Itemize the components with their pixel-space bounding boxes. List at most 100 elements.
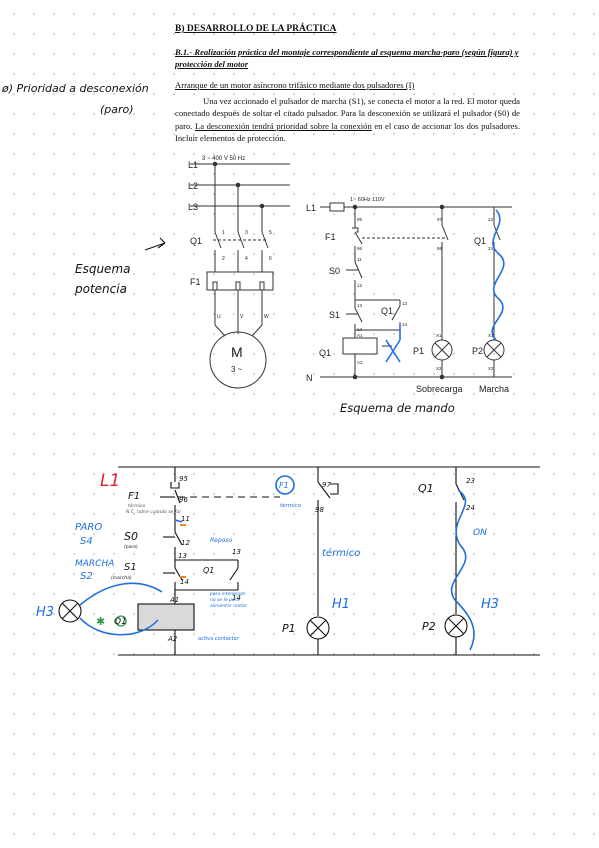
sketch-pin: 11 bbox=[181, 515, 190, 523]
control-caption: Esquema de mando bbox=[340, 401, 455, 415]
pin-label: X1 bbox=[436, 333, 442, 338]
label-s1: S1 bbox=[329, 310, 340, 320]
sketch-marcha: MARCHA bbox=[75, 559, 114, 569]
pin-label: W bbox=[264, 314, 269, 320]
pin-label: X2 bbox=[488, 366, 494, 371]
pin-label: A1 bbox=[357, 333, 363, 338]
sketch-f1-circled: F1 bbox=[279, 481, 289, 490]
pin-label: A2 bbox=[357, 360, 363, 365]
pin-label: X2 bbox=[436, 366, 442, 371]
label-l2: L2 bbox=[188, 181, 198, 191]
arrow-to-power bbox=[144, 237, 166, 251]
sketch-q1-coil: Q1 bbox=[114, 617, 127, 627]
sketch-diagram bbox=[58, 466, 540, 656]
motor-letter: M bbox=[231, 344, 243, 360]
sketch-hold-note-2: no se le para bbox=[210, 597, 239, 603]
label-l1-control: L1 bbox=[306, 203, 316, 213]
motor-type: 3 ~ bbox=[231, 365, 243, 374]
sketch-blue-annotations bbox=[79, 475, 475, 651]
pin-label: 6 bbox=[269, 256, 272, 262]
label-p2: P2 bbox=[472, 346, 483, 356]
paragraph-underlined: La desconexión tendrá prioridad sobre la… bbox=[195, 120, 372, 131]
task-paragraph: Una vez accionado el pulsador de marcha … bbox=[175, 95, 520, 144]
label-f1-power: F1 bbox=[190, 277, 201, 287]
sketch-pin: 96 bbox=[179, 496, 188, 504]
pin-label: 97 bbox=[437, 217, 443, 222]
sketch-marcha-note: (marcha) bbox=[111, 575, 132, 581]
pin-label: 13 bbox=[357, 303, 363, 308]
label-q1-coil: Q1 bbox=[319, 348, 331, 358]
sketch-p2: P2 bbox=[422, 620, 436, 633]
priority-note-paro: (paro) bbox=[100, 103, 134, 116]
sketch-pin: 13 bbox=[178, 552, 187, 560]
sketch-f1-note-2: N.C. (abre cuando se fa) bbox=[126, 509, 181, 515]
pin-label: 1 bbox=[222, 230, 225, 236]
pin-label: 14 bbox=[357, 327, 363, 332]
label-l1: L1 bbox=[188, 160, 198, 170]
sketch-pin: 98 bbox=[315, 506, 324, 514]
sketch-a2: A2 bbox=[167, 635, 178, 643]
sketch-q1-hold: Q1 bbox=[203, 566, 214, 575]
task-title: Arranque de un motor asíncrono trifásico… bbox=[175, 80, 415, 90]
sketch-label-f1: F1 bbox=[128, 491, 140, 502]
pin-label: X1 bbox=[488, 333, 494, 338]
sketch-paro-s4: S4 bbox=[80, 536, 93, 547]
sketch-hold-note-3: alimentar motor bbox=[210, 603, 248, 609]
paragraph-main: Una vez accionado el pulsador de marcha … bbox=[175, 96, 520, 131]
pin-label: 12 bbox=[357, 283, 363, 288]
label-q1-right: Q1 bbox=[474, 236, 486, 246]
label-s0: S0 bbox=[329, 266, 340, 276]
sketch-f1-note: térmico bbox=[128, 502, 145, 509]
green-star-icon: ✱ bbox=[96, 615, 105, 628]
sketch-pin: 13 bbox=[232, 548, 241, 556]
motor-symbol bbox=[209, 331, 267, 389]
f1-circle-mark bbox=[275, 475, 295, 495]
blue-annotations bbox=[144, 209, 505, 363]
label-l3: L3 bbox=[188, 202, 198, 212]
sketch-pin: 23 bbox=[466, 477, 475, 485]
label-marcha: Marcha bbox=[479, 384, 509, 394]
sketch-lamp-h3-left bbox=[58, 599, 82, 623]
sketch-pin: 24 bbox=[466, 504, 475, 512]
sketch-pin: 14 bbox=[180, 578, 189, 586]
pin-label: V bbox=[240, 314, 244, 320]
pin-label: 11 bbox=[357, 257, 362, 262]
sketch-p1: P1 bbox=[282, 622, 296, 635]
sketch-pin: 14 bbox=[232, 594, 241, 602]
pin-label: 24 bbox=[488, 246, 494, 251]
sketch-coil-note: activa contactor bbox=[198, 636, 240, 642]
sketch-pin: 97 bbox=[322, 481, 331, 489]
sketch-termico-b: térmico bbox=[322, 547, 360, 559]
q1-coil bbox=[342, 337, 378, 355]
sketch-pin: 95 bbox=[179, 475, 188, 483]
sketch-on: ON bbox=[473, 528, 487, 538]
pin-label: 2 bbox=[222, 256, 225, 262]
power-label-2: potencia bbox=[74, 282, 127, 296]
power-label: Esquema bbox=[75, 262, 130, 276]
sketch-coil bbox=[137, 603, 195, 631]
sketch-hold-note: para interesado bbox=[209, 591, 246, 597]
power-supply-label: 3 ~ 400 V 50 Hz bbox=[202, 156, 245, 162]
sketch-paro-note: (paro) bbox=[124, 544, 138, 550]
sketch-h3-left: H3 bbox=[36, 605, 54, 620]
sketch-marcha-s2: S2 bbox=[80, 571, 93, 582]
label-sobrecarga: Sobrecarga bbox=[416, 384, 463, 394]
sketch-q1-right: Q1 bbox=[418, 482, 434, 495]
sketch-h3-right: H3 bbox=[481, 597, 499, 612]
label-f1-control: F1 bbox=[325, 232, 336, 242]
section-title: B) DESARROLLO DE LA PRÁCTICA bbox=[175, 24, 337, 34]
priority-note: ø) Prioridad a desconexión bbox=[1, 82, 149, 95]
label-p1: P1 bbox=[413, 346, 424, 356]
label-q1-hold: Q1 bbox=[381, 306, 393, 316]
sketch-pin: 12 bbox=[181, 539, 190, 547]
sketch-s1: S1 bbox=[124, 562, 137, 573]
blue-cross bbox=[385, 339, 401, 363]
pin-label: 14 bbox=[402, 322, 408, 327]
sketch-paro: PARO bbox=[75, 522, 102, 533]
green-circle-mark bbox=[115, 615, 127, 627]
control-diagram bbox=[320, 202, 512, 380]
sketch-label-l1: L1 bbox=[100, 471, 120, 491]
subsection-title: B.1.- Realización práctica del montaje c… bbox=[175, 47, 519, 69]
sketch-h1: H1 bbox=[332, 597, 350, 612]
